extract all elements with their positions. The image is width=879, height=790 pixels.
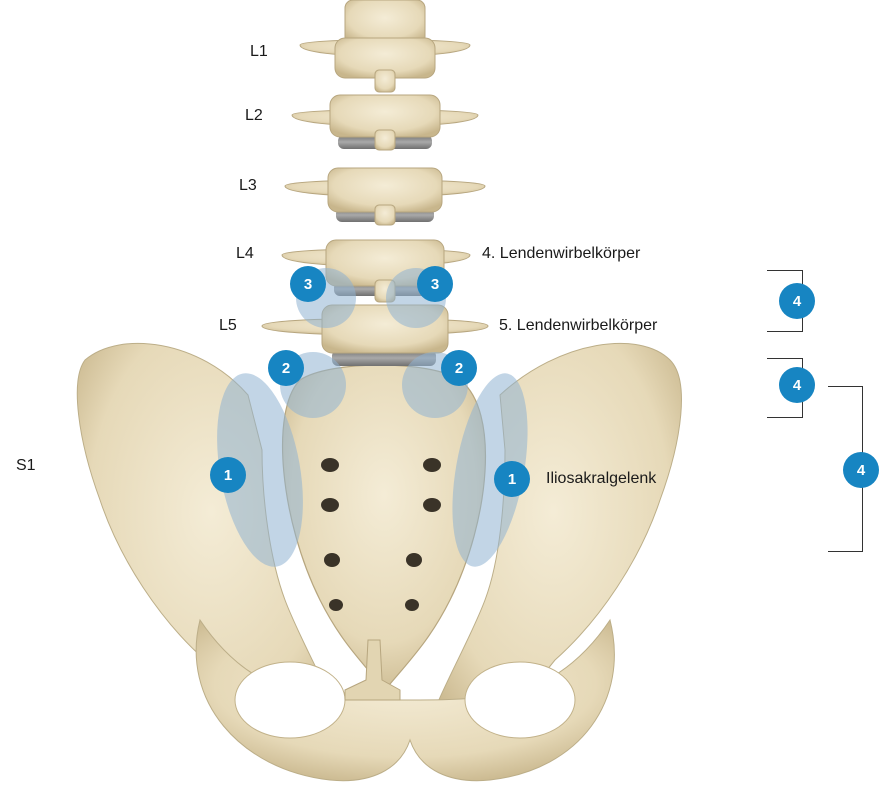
vertebra-l1: [300, 38, 470, 92]
marker-4-l4-s1: 4: [843, 452, 879, 488]
label-sacroiliac-joint: Iliosakralgelenk: [546, 471, 656, 487]
marker-1-left: 1: [210, 457, 246, 493]
marker-2-left: 2: [268, 350, 304, 386]
marker-4-l5-s1: 4: [779, 367, 815, 403]
marker-3-left: 3: [290, 266, 326, 302]
label-l1: L1: [250, 44, 268, 60]
vertebra-l5: [262, 305, 488, 353]
label-l3: L3: [239, 178, 257, 194]
marker-2-right: 2: [441, 350, 477, 386]
label-s1: S1: [16, 458, 36, 474]
left-obturator-foramen: [235, 662, 345, 738]
label-l5-vertebral-body: 5. Lendenwirbelkörper: [499, 318, 657, 334]
marker-1-right: 1: [494, 461, 530, 497]
marker-4-l4-l5: 4: [779, 283, 815, 319]
label-l4-vertebral-body: 4. Lendenwirbelkörper: [482, 246, 640, 262]
right-obturator-foramen: [465, 662, 575, 738]
vertebra-l2: [292, 95, 478, 150]
label-l5: L5: [219, 318, 237, 334]
vertebra-l3: [285, 168, 485, 225]
label-l4: L4: [236, 246, 254, 262]
marker-3-right: 3: [417, 266, 453, 302]
label-l2: L2: [245, 108, 263, 124]
